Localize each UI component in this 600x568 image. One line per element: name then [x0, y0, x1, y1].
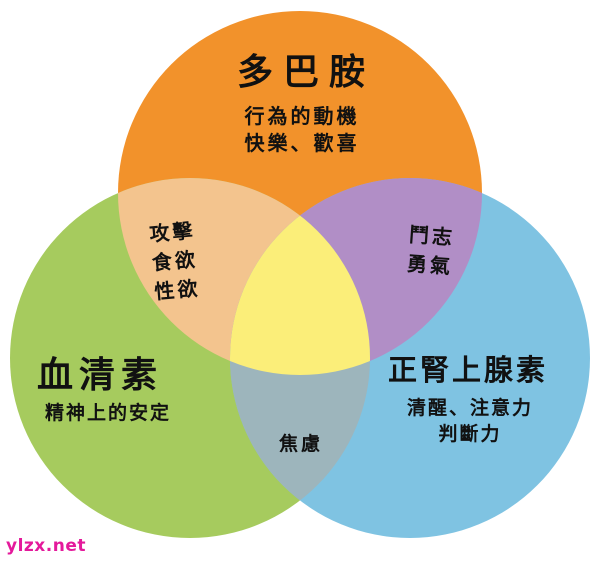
serotonin-desc: 精神上的安定: [44, 402, 172, 424]
overlap-left-line3: 性欲: [153, 275, 202, 304]
dopamine-title: 多巴胺: [236, 52, 376, 93]
overlap-dopamine-norepinephrine-labels: 鬥志 勇氣: [406, 220, 456, 281]
overlap-dopamine-serotonin-labels: 攻擊 食欲 性欲: [148, 216, 201, 307]
dopamine-desc-line2: 快樂、歡喜: [244, 131, 360, 155]
norepinephrine-desc-line1: 清醒、注意力: [406, 397, 534, 419]
serotonin-title: 血清素: [36, 355, 164, 396]
watermark-text: ylzx.net: [6, 536, 86, 556]
overlap-anxiety-label: 焦慮: [278, 433, 324, 455]
overlap-region-center: [230, 178, 370, 375]
overlap-right-line2: 勇氣: [406, 251, 454, 279]
overlap-right-line1: 鬥志: [408, 222, 456, 250]
overlap-left-line1: 攻擊: [148, 218, 197, 247]
norepinephrine-desc-line2: 判斷力: [438, 423, 502, 445]
norepinephrine-title: 正腎上腺素: [387, 353, 549, 387]
dopamine-desc-line1: 行為的動機: [244, 104, 360, 128]
overlap-left-line2: 食欲: [150, 247, 199, 275]
